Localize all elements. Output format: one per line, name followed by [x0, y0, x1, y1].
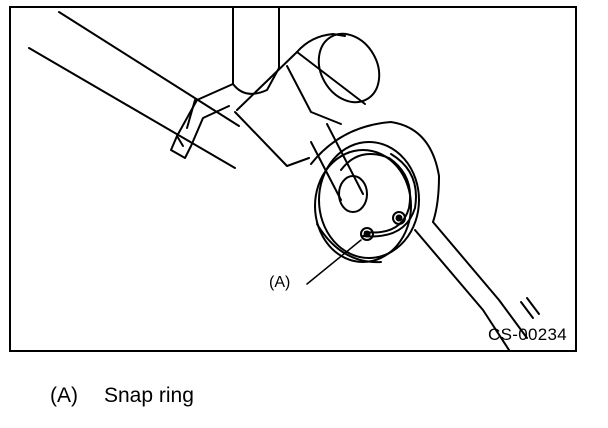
legend-label-a: Snap ring [104, 384, 194, 407]
callout-leader-line [306, 239, 362, 285]
legend: (A) Snap ring [50, 384, 194, 408]
figure-frame: (A) CS-00234 [9, 6, 577, 352]
hub-bore [314, 141, 420, 264]
joint-housing [234, 32, 381, 167]
knuckle-arm [310, 121, 540, 350]
mechanical-illustration [28, 8, 540, 350]
callout-label-a: (A) [269, 274, 291, 291]
drive-shaft [28, 11, 240, 169]
figure-code: CS-00234 [488, 325, 567, 344]
upper-bar [232, 8, 280, 95]
legend-key-a: (A) [50, 384, 78, 407]
snap-ring [340, 153, 417, 241]
hook-tool [170, 83, 234, 159]
